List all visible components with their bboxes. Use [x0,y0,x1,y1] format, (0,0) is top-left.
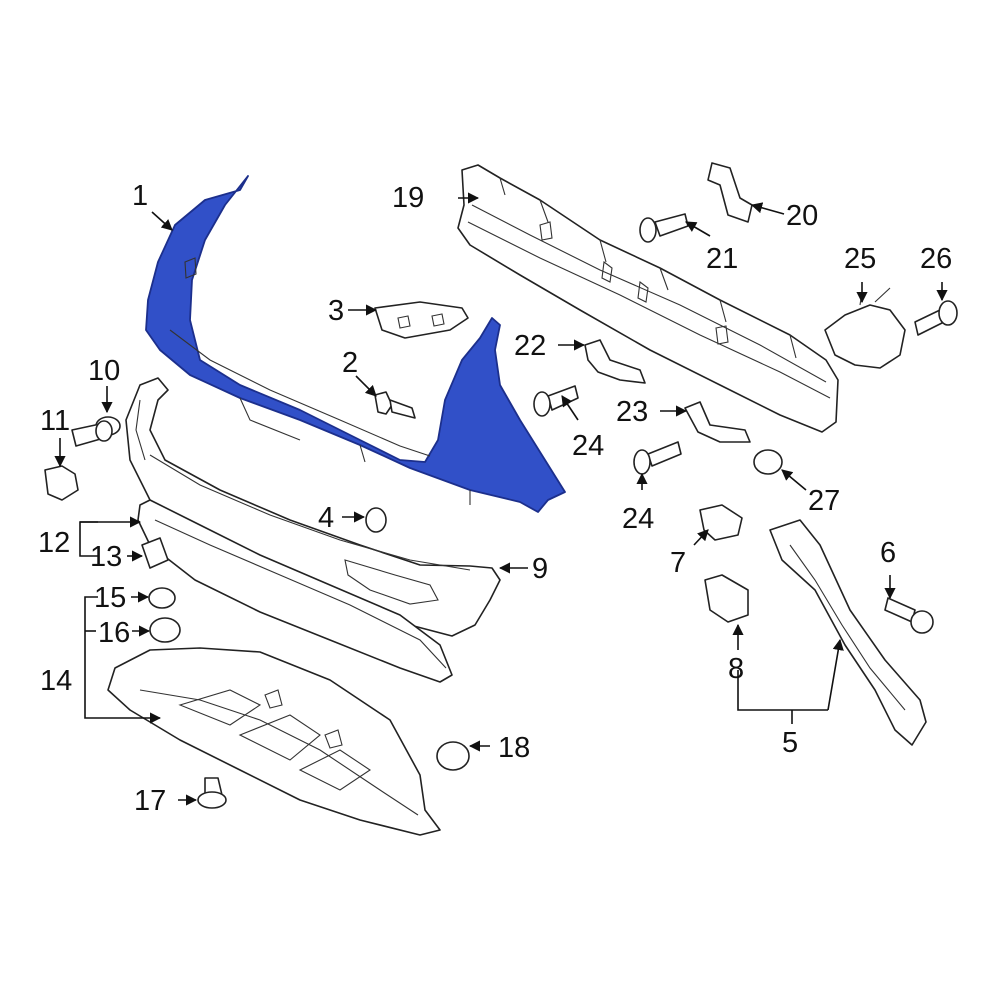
bumper-bolt [374,391,416,419]
callout-10: 10 [88,355,120,387]
callout-20: 20 [786,200,818,232]
callout-4: 4 [318,502,334,534]
nut-18 [436,741,470,771]
callout-26: 26 [920,243,952,275]
reinforcement-beam [457,164,839,433]
callout-21: 21 [706,243,738,275]
callout-23: 23 [616,396,648,428]
callout-24a: 24 [572,430,604,462]
bolt-26 [914,300,958,336]
callout-labels: 1 2 3 4 5 6 7 8 9 10 11 12 13 14 15 16 1… [38,180,952,817]
screw-17 [197,777,227,809]
callout-12: 12 [38,527,70,559]
callout-9: 9 [532,553,548,585]
clip-7 [699,504,743,541]
callout-27: 27 [808,485,840,517]
bracket-22 [584,339,646,384]
nut-16 [149,617,181,643]
callout-5: 5 [782,727,798,759]
callout-25: 25 [844,243,876,275]
screw-21 [639,213,689,243]
nut-15 [148,587,176,609]
retainer-8 [704,574,749,623]
callout-1: 1 [132,180,148,212]
bumper-cover [145,175,566,513]
callout-24b: 24 [622,503,654,535]
callout-13: 13 [90,541,122,573]
callout-14: 14 [40,665,72,697]
callout-6: 6 [880,537,896,569]
fastener-11 [71,420,113,447]
callout-2: 2 [342,347,358,379]
callout-17: 17 [134,785,166,817]
callout-19: 19 [392,182,424,214]
cover-bracket [374,301,469,339]
side-bracket-5 [769,519,927,746]
bracket-20 [707,162,753,223]
bolt-6 [884,597,934,634]
callout-7: 7 [670,547,686,579]
callout-11: 11 [40,405,70,437]
lower-lip-strip [137,499,453,683]
callout-3: 3 [328,295,344,327]
plug-cap [365,507,387,533]
bracket-23 [684,401,751,443]
callout-16: 16 [98,617,130,649]
leader-lines [54,192,948,806]
push-clip [44,465,79,501]
callout-22: 22 [514,330,546,362]
screw-24-lower [633,441,682,475]
clip-13 [141,537,169,569]
splash-shield [107,647,441,836]
nut-27 [753,449,783,475]
sensor-bracket-25 [824,287,906,369]
callout-8: 8 [728,653,744,685]
callout-15: 15 [94,582,126,614]
callout-18: 18 [498,732,530,764]
